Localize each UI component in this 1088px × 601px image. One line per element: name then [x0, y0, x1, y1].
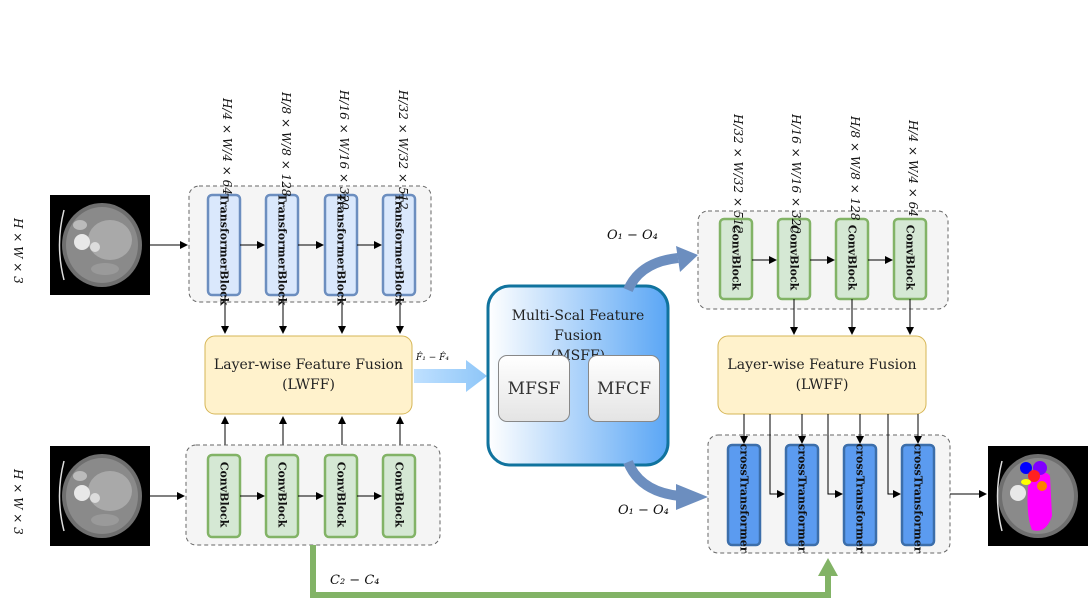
msff-out-arrow-bottom: [623, 459, 681, 501]
encoder-dim-label-4: H/32 × W/32 × 512: [396, 90, 410, 210]
encoder-dim-label-1: H/4 × W/4 × 64: [220, 98, 234, 195]
ct-scan-image-2: [50, 446, 150, 546]
mfsf-box: MFSF: [498, 355, 570, 422]
skip-connection-arrow: [310, 545, 831, 598]
encoder-dim-label-2: H/8 × W/8 × 128: [279, 92, 293, 197]
lwff-left-box: [204, 335, 413, 415]
decoder-dim-label-3: H/8 × W/8 × 128: [848, 116, 862, 221]
feature-fusion-label: F̂₁ − F̂₄: [416, 353, 449, 363]
decoder-conv-label-4: ConvBlock: [903, 224, 917, 291]
cross-transformer-block-2: [784, 443, 820, 547]
decoder-conv-label-3: ConvBlock: [845, 224, 859, 291]
input-size-label-1: H × W × 3: [11, 218, 25, 284]
conv-block-label-3: ConvBlock: [334, 461, 348, 528]
decoder-dim-label-4: H/4 × W/4 × 64: [906, 120, 920, 217]
lwff-right-box: [717, 335, 927, 415]
cross-transformer-block-3: [842, 443, 878, 547]
conv-block-label-4: ConvBlock: [392, 461, 406, 528]
conv-block-4: [381, 453, 417, 539]
conv-block-label-1: ConvBlock: [217, 461, 231, 528]
cross-transformer-label-3: crossTransformer: [853, 443, 867, 553]
lwff-left-abbr: (LWFF): [282, 377, 335, 393]
cross-transformer-block-4: [900, 443, 936, 547]
cross-transformer-label-1: crossTransformer: [737, 443, 751, 553]
lwff-left-title: Layer-wise Feature Fusion: [213, 357, 404, 373]
transformer-block-4: [381, 193, 417, 297]
output-label-top: O₁ − O₄: [607, 228, 658, 243]
transformer-encoder-container: [188, 185, 432, 303]
ct-scan-image: [50, 195, 150, 295]
decoder-conv-block-1: [718, 217, 754, 301]
feature-arrow: [414, 360, 487, 392]
skip-label: C₂ − C₄: [330, 573, 380, 588]
lwff-left-label: Layer-wise Feature Fusion (LWFF): [205, 355, 412, 395]
mfcf-box: MFCF: [588, 355, 660, 422]
lwff-right-abbr: (LWFF): [795, 377, 849, 393]
msff-title: Multi-Scal Feature Fusion: [511, 308, 645, 344]
encoder-dim-label-3: H/16 × W/16 × 320: [337, 90, 351, 210]
segmentation-mask-image: [988, 446, 1088, 546]
cross-transformer-label-4: crossTransformer: [911, 443, 925, 553]
decoder-dim-label-1: H/32 × W/32 × 512: [731, 114, 745, 234]
lwff-right-label: Layer-wise Feature Fusion (LWFF): [718, 355, 926, 395]
conv-block-label-2: ConvBlock: [275, 461, 289, 528]
lwff-right-title: Layer-wise Feature Fusion: [727, 357, 917, 373]
transformer-block-label-2: TransformerBlock: [275, 193, 289, 306]
cross-transformer-block-1: [726, 443, 762, 547]
transformer-block-label-1: TransformerBlock: [217, 193, 231, 306]
cross-transformer-label-2: crossTransformer: [795, 443, 809, 553]
msff-out-arrow-top: [623, 253, 679, 293]
decoder-dim-label-2: H/16 × W/16 × 320: [789, 114, 803, 234]
input-size-label-2: H × W × 3: [11, 469, 25, 535]
output-label-bottom: O₁ − O₄: [618, 503, 669, 518]
